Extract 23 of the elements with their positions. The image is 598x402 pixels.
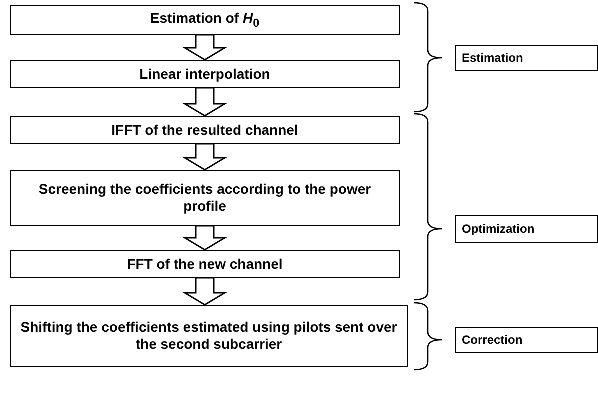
stage-label-box [455,215,598,243]
process-box [10,60,400,88]
block-arrow [182,34,228,61]
process-box [10,116,400,144]
box-text: Estimation [462,50,524,66]
block-arrow [182,277,228,306]
box-text: Screening the coefficients according to the power profile [38,181,372,215]
process-box [10,250,400,278]
box-text: IFFT of the resulted channel [112,122,298,138]
stage-label-box [455,45,598,71]
box-text: Linear interpolation [140,66,270,82]
process-box [10,170,400,226]
box-text: Shifting the coefficients estimated using pilots sent over the second subcarrier [20,319,398,353]
process-box [10,305,408,367]
stage-label-box [455,327,598,353]
block-arrow [182,143,228,171]
box-text: Estimation of H$_{0}$ [150,10,260,30]
box-text: Optimization [462,222,535,236]
block-arrow [182,225,228,251]
block-arrow [182,87,228,117]
process-box [10,5,400,35]
box-text: FFT of the new channel [127,256,283,272]
box-text: Correction [462,332,523,348]
